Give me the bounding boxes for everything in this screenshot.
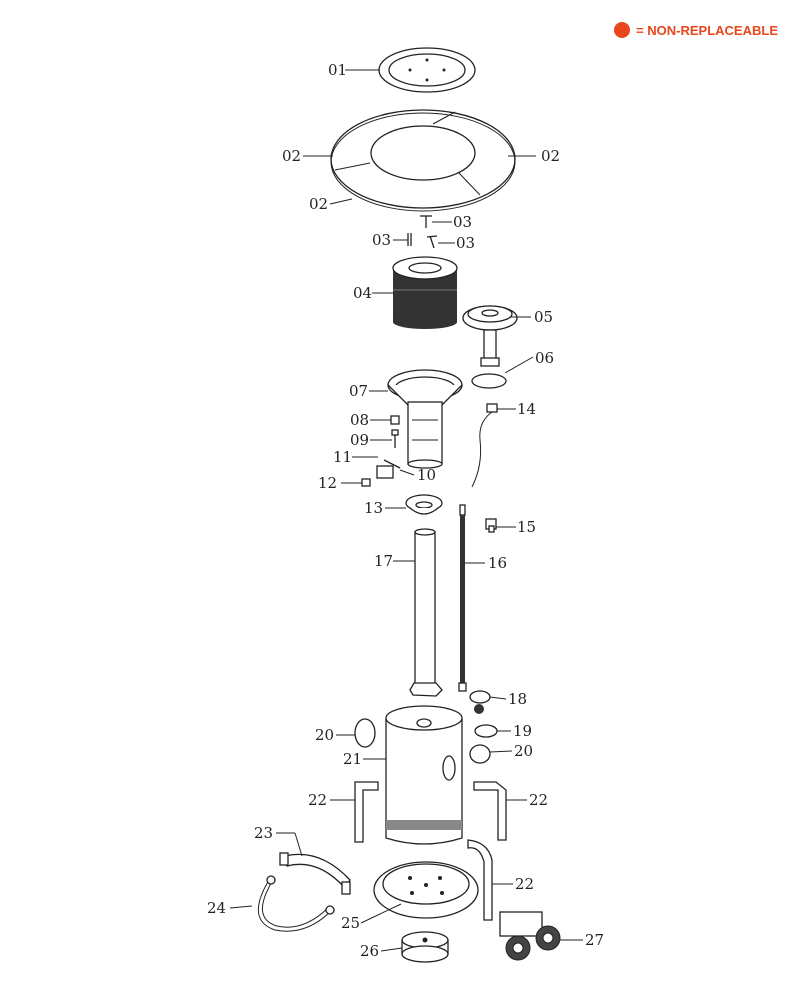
label-13: 13 — [364, 499, 383, 517]
parts-08-12-ignition — [361, 415, 401, 487]
label-26: 26 — [360, 942, 379, 960]
label-22-bottom: 22 — [515, 875, 534, 893]
label-10: 10 — [417, 466, 436, 484]
label-20-left: 20 — [315, 726, 334, 744]
part-23-strap — [279, 852, 351, 895]
label-03-top: 03 — [453, 213, 472, 231]
part-20-covers — [354, 718, 491, 764]
part-06-disk — [471, 373, 507, 389]
label-07: 07 — [349, 382, 368, 400]
part-01-top-plate — [378, 47, 476, 93]
label-17: 17 — [374, 552, 393, 570]
legend: = NON-REPLACEABLE — [614, 22, 778, 38]
label-15: 15 — [517, 518, 536, 536]
label-03-right: 03 — [456, 234, 475, 252]
part-15-knob — [485, 518, 497, 533]
label-02-left: 02 — [282, 147, 301, 165]
part-16-hose — [458, 504, 467, 692]
label-18: 18 — [508, 690, 527, 708]
label-12: 12 — [318, 474, 337, 492]
label-09: 09 — [350, 431, 369, 449]
part-24-chain — [257, 875, 335, 932]
label-06: 06 — [535, 349, 554, 367]
part-21-tank-housing — [385, 705, 463, 845]
part-02-reflector-ring — [330, 109, 516, 212]
label-22-right: 22 — [529, 791, 548, 809]
label-05: 05 — [534, 308, 553, 326]
label-04: 04 — [353, 284, 372, 302]
label-02-bottom: 02 — [309, 195, 328, 213]
label-27: 27 — [585, 931, 604, 949]
label-25: 25 — [341, 914, 360, 932]
part-27-wheel-assembly — [499, 911, 561, 961]
part-07-burner-bowl — [387, 369, 463, 469]
legend-text: = NON-REPLACEABLE — [636, 22, 778, 38]
label-08: 08 — [350, 411, 369, 429]
label-02-right: 02 — [541, 147, 560, 165]
label-22-left: 22 — [308, 791, 327, 809]
label-19: 19 — [513, 722, 532, 740]
part-05-burner — [462, 305, 518, 367]
label-11: 11 — [333, 448, 352, 466]
label-16: 16 — [488, 554, 507, 572]
part-22-legs — [354, 781, 507, 921]
part-04-mesh-screen — [392, 256, 458, 329]
non-replaceable-dot-icon — [614, 22, 631, 38]
part-13-cup — [405, 494, 443, 515]
part-14-thermocouple — [471, 403, 498, 488]
part-17-pole — [409, 528, 443, 697]
label-03-left: 03 — [372, 231, 391, 249]
part-03-screws — [407, 215, 438, 249]
part-labels: 01 02 02 02 03 03 03 04 05 06 07 08 09 1… — [207, 61, 604, 960]
part-26-weight-disk — [401, 931, 449, 963]
part-19-o-ring — [474, 724, 498, 738]
label-14: 14 — [517, 400, 536, 418]
label-01: 01 — [328, 61, 347, 79]
label-23: 23 — [254, 824, 273, 842]
leader-lines — [229, 69, 583, 952]
part-18-regulator — [469, 690, 491, 714]
label-24: 24 — [207, 899, 226, 917]
label-21: 21 — [343, 750, 362, 768]
label-20-right: 20 — [514, 742, 533, 760]
